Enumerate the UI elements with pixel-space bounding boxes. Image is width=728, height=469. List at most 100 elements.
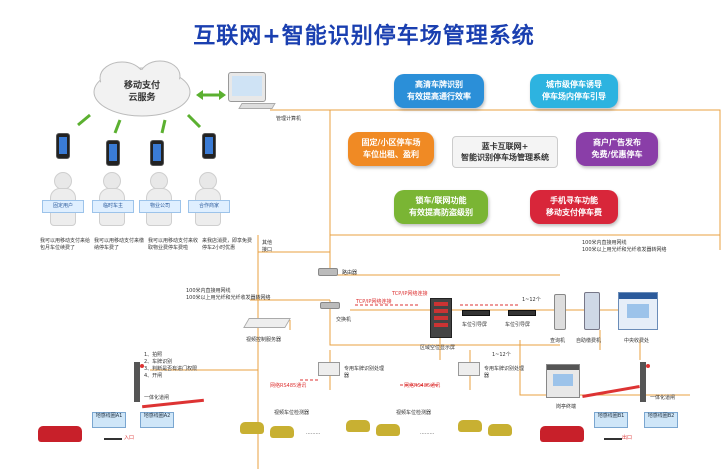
center-line1: 蓝卡互联网+ [481,142,529,151]
bubble-line: 城市级停车诱导 [546,80,602,89]
keyboard-icon [238,103,276,109]
video-server-icon [243,318,291,328]
phone-icon [56,133,70,159]
payment-machine-label: 自助缴费机 [576,338,602,344]
entry-step: 2、车牌识别 [144,359,173,365]
car-icon [540,426,584,442]
person-icon [48,172,78,226]
entry-step: 4、开闸 [144,373,163,379]
user-desc: 来我店消费，即享免费停车2小时优惠 [202,238,253,251]
person-icon [144,172,174,226]
user-sign: 物业公司 [139,200,181,213]
phone-icon [202,133,216,159]
feature-bubble: 高清车牌识别 有效提高通行效率 [394,74,484,108]
car-icon [38,426,82,442]
barrier-gate-icon [640,362,646,402]
cloud-label-line2: 云服务 [128,93,156,103]
car-icon [346,420,370,432]
payment-machine-icon [584,292,600,330]
rs485-label: 网络RS485通讯 [270,383,307,389]
ext-interface-label: 其他接口 [262,240,273,253]
plate-processor-label: 专用车牌识别处理器 [344,366,385,379]
guide-screen-icon [462,310,490,316]
router-icon [318,268,338,276]
bubble-line: 移动支付停车费 [546,208,602,217]
rs485-label: 网络RS485通讯 [404,383,441,389]
router-label: 路由器 [342,270,358,276]
phone-icon [150,140,164,166]
car-icon [376,424,400,436]
toll-center-label: 中央收费处 [624,338,650,344]
query-machine-icon [554,294,566,330]
user-desc: 我可以用移动支付来缴纳停车费了 [94,238,145,251]
booth-icon [546,364,580,398]
switch-icon [320,302,340,309]
count-label: 1~12个 [492,352,511,358]
query-machine-label: 查询机 [550,338,566,344]
arrow-right-icon [104,438,122,440]
video-detector-label: 视频车位检测器 [274,410,310,416]
entry-step: 3、判断是否有进门权限 [144,366,198,372]
loop-sensor: 地感线圈B2 [644,412,678,428]
exit-gate-label: 一体化道闸 [650,395,676,401]
feature-bubble: 手机寻车功能 移动支付停车费 [530,190,618,224]
monitor-icon [228,72,266,102]
user-desc: 我可以用移动支付来收取物业费停车费啦 [148,238,199,251]
feature-bubble: 固定/小区停车场 车位出租、盈利 [348,132,434,166]
net-note-left: 100米以上用光纤和光纤收发器转网络 [186,295,271,301]
switch-label: 交换机 [336,317,352,323]
toll-center-icon [618,292,658,330]
tcp-label: TCP/IP网络连接 [392,291,428,297]
loop-sensor: 地感线圈A1 [92,412,126,428]
loop-sensor: 地感线圈B1 [594,412,628,428]
cloud-label: 移动支付 云服务 [96,80,188,104]
page-title: 互联网+智能识别停车场管理系统 [193,24,535,49]
bubble-line: 商户广告发布 [593,138,641,147]
phone-icon [106,140,120,166]
camera-icon [646,364,650,368]
net-note-right: 100米内直接用网线 [582,240,627,246]
area-display-icon [430,298,452,338]
area-display-label: 区域空位显示屏 [420,345,456,351]
bubble-line: 高清车牌识别 [415,80,463,89]
plate-processor-icon [318,362,340,376]
bubble-line: 锁车/联网功能 [415,196,467,205]
count-label: 1~12个 [522,297,541,303]
exit-label: 出口 [622,435,633,441]
bubble-line: 有效提高通行效率 [407,92,471,101]
car-icon [270,426,294,438]
barrier-gate-icon [134,362,140,402]
arrow-left-icon [604,438,622,440]
bubble-line: 有效提高防盗级别 [409,208,473,217]
feature-bubble: 城市级停车诱导 停车场内停车引导 [530,74,618,108]
bubble-line: 免费/优惠停车 [591,150,643,159]
user-sign: 临时车主 [92,200,134,213]
feature-bubble: 商户广告发布 免费/优惠停车 [576,132,658,166]
cloud-shape [93,60,191,117]
bubble-line: 车位出租、盈利 [363,150,419,159]
guide-screen-icon [508,310,536,316]
car-icon [458,420,482,432]
person-icon [193,172,223,226]
center-line2: 智能识别停车场管理系统 [461,153,549,162]
user-desc: 我可以用移动支付来给包月车位续费了 [40,238,91,251]
booth-label: 岗亭终端 [556,404,577,410]
camera-icon [140,364,144,368]
user-sign: 合作商家 [188,200,230,213]
car-icon [240,422,264,434]
guide-screen-label: 车位引导屏 [505,322,531,328]
user-sign: 固定用户 [42,200,84,213]
bubble-line: 手机寻车功能 [550,196,598,205]
dots: ......... [306,430,321,436]
bubble-line: 固定/小区停车场 [361,138,421,147]
bubble-line: 停车场内停车引导 [542,92,606,101]
loop-sensor: 地感线圈A2 [140,412,174,428]
guide-screen-label: 车位引导屏 [462,322,488,328]
plate-processor-label: 专用车牌识别处理器 [484,366,525,379]
entry-gate-label: 一体化道闸 [144,395,170,401]
computer-label: 管理计算机 [276,116,302,122]
video-server-label: 视频控制服务器 [246,337,282,343]
center-system-box: 蓝卡互联网+ 智能识别停车场管理系统 [452,136,558,168]
net-note-left: 100米内直接用网线 [186,288,231,294]
